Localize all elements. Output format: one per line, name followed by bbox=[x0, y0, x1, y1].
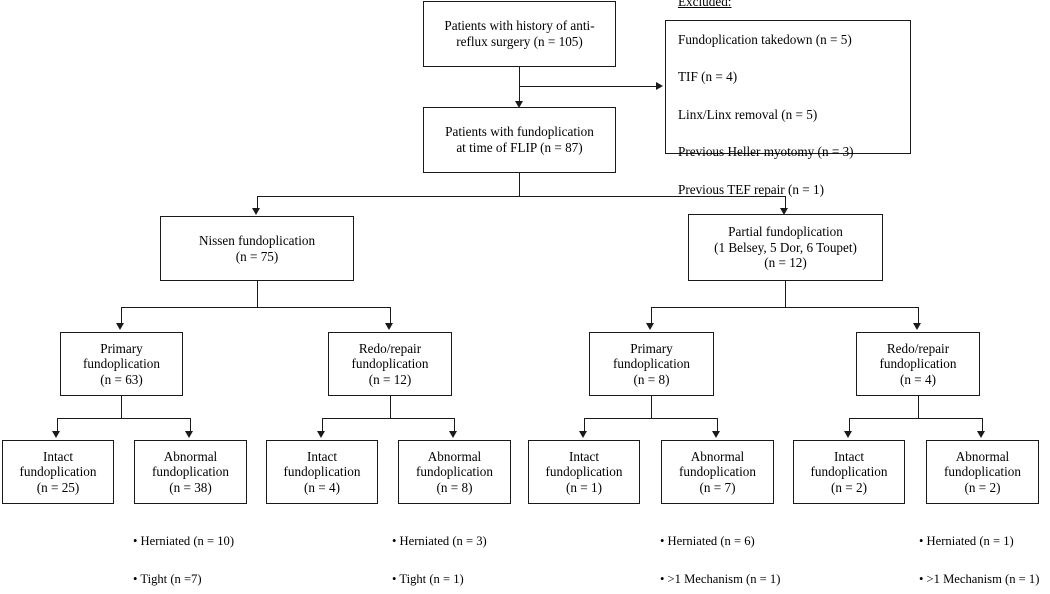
connector-np-down bbox=[121, 396, 122, 418]
arrowhead-partial bbox=[780, 208, 788, 215]
arrowhead-nissen-primary bbox=[116, 323, 124, 330]
mechanisms-partial-primary-abnormal: • Herniated (n = 6) • >1 Mechanism (n = … bbox=[660, 513, 870, 594]
node-included: Patients with fundoplication at time of … bbox=[423, 107, 616, 173]
excluded-item-2: Linx/Linx removal (n = 5) bbox=[678, 106, 818, 122]
connector-pp-down bbox=[651, 396, 652, 418]
arrowhead-nr-intact bbox=[317, 431, 325, 438]
arrowhead-pr-abnormal bbox=[977, 431, 985, 438]
excluded-content: Excluded: Fundoplication takedown (n = 5… bbox=[678, 0, 854, 199]
arrowhead-nissen-redo bbox=[385, 323, 393, 330]
connector-nissen-bar bbox=[121, 307, 390, 308]
node-partial-redo-abnormal: Abnormal fundoplication (n = 2) bbox=[926, 440, 1039, 504]
arrowhead-pp-abnormal bbox=[712, 431, 720, 438]
connector-pp-to-abnormal bbox=[717, 418, 718, 433]
connector-pr-to-abnormal bbox=[982, 418, 983, 433]
connector-to-nissen bbox=[257, 196, 258, 210]
arrowhead-excluded bbox=[656, 82, 663, 90]
connector-np-bar bbox=[57, 418, 190, 419]
excluded-item-1: TIF (n = 4) bbox=[678, 69, 738, 85]
excluded-item-0: Fundoplication takedown (n = 5) bbox=[678, 31, 852, 47]
node-nissen-primary: Primary fundoplication (n = 63) bbox=[60, 332, 183, 396]
mechanism-item: • Herniated (n = 10) bbox=[133, 534, 235, 549]
connector-nissen-to-primary bbox=[121, 307, 122, 325]
mechanism-item: • >1 Mechanism (n = 1) bbox=[660, 572, 781, 587]
connector-partial-to-primary bbox=[651, 307, 652, 325]
excluded-title: Excluded: bbox=[678, 0, 732, 10]
connector-partial-to-redo bbox=[918, 307, 919, 325]
node-partial-fundoplication: Partial fundoplication (1 Belsey, 5 Dor,… bbox=[688, 214, 883, 281]
arrowhead-np-intact bbox=[52, 431, 60, 438]
connector-nr-bar bbox=[322, 418, 454, 419]
connector-pp-to-intact bbox=[584, 418, 585, 433]
connector-partial-down bbox=[785, 281, 786, 307]
mechanism-item: • Herniated (n = 3) bbox=[392, 534, 487, 549]
arrowhead-pp-intact bbox=[579, 431, 587, 438]
node-nissen-fundoplication: Nissen fundoplication (n = 75) bbox=[160, 216, 354, 281]
node-nissen-primary-abnormal: Abnormal fundoplication (n = 38) bbox=[134, 440, 247, 504]
mechanism-item: • Tight (n =7) bbox=[133, 572, 202, 587]
connector-nr-to-abnormal bbox=[454, 418, 455, 433]
node-partial-primary-intact: Intact fundoplication (n = 1) bbox=[528, 440, 640, 504]
connector-root-to-excluded bbox=[519, 86, 656, 87]
connector-nr-to-intact bbox=[322, 418, 323, 433]
node-partial-redo-intact: Intact fundoplication (n = 2) bbox=[793, 440, 905, 504]
connector-level2-bar bbox=[257, 196, 785, 197]
arrowhead-partial-redo bbox=[913, 323, 921, 330]
arrowhead-pr-intact bbox=[844, 431, 852, 438]
node-root: Patients with history of anti- reflux su… bbox=[423, 1, 616, 67]
connector-pr-to-intact bbox=[849, 418, 850, 433]
connector-partial-bar bbox=[651, 307, 918, 308]
connector-np-to-abnormal bbox=[190, 418, 191, 433]
mechanism-item: • Herniated (n = 1) bbox=[919, 534, 1014, 549]
node-partial-redo: Redo/repair fundoplication (n = 4) bbox=[856, 332, 980, 396]
node-excluded: Excluded: Fundoplication takedown (n = 5… bbox=[665, 0, 911, 197]
connector-np-to-intact bbox=[57, 418, 58, 433]
connector-pr-down bbox=[918, 396, 919, 418]
mechanism-item: • Tight (n = 1) bbox=[392, 572, 464, 587]
connector-pp-bar bbox=[584, 418, 717, 419]
node-nissen-redo: Redo/repair fundoplication (n = 12) bbox=[328, 332, 452, 396]
mechanisms-partial-redo-abnormal: • Herniated (n = 1) • >1 Mechanism (n = … bbox=[919, 513, 1050, 594]
mechanism-item: • Herniated (n = 6) bbox=[660, 534, 755, 549]
arrowhead-nr-abnormal bbox=[449, 431, 457, 438]
arrowhead-nissen bbox=[252, 208, 260, 215]
node-nissen-redo-intact: Intact fundoplication (n = 4) bbox=[266, 440, 378, 504]
mechanism-item: • >1 Mechanism (n = 1) bbox=[919, 572, 1040, 587]
mechanisms-nissen-primary-abnormal: • Herniated (n = 10) • Tight (n =7) • Di… bbox=[133, 513, 343, 594]
node-nissen-primary-intact: Intact fundoplication (n = 25) bbox=[2, 440, 114, 504]
node-nissen-redo-abnormal: Abnormal fundoplication (n = 8) bbox=[398, 440, 511, 504]
node-partial-primary: Primary fundoplication (n = 8) bbox=[589, 332, 714, 396]
connector-nissen-to-redo bbox=[390, 307, 391, 325]
connector-nr-down bbox=[390, 396, 391, 418]
excluded-item-3: Previous Heller myotomy (n = 3) bbox=[678, 144, 854, 160]
arrowhead-np-abnormal bbox=[185, 431, 193, 438]
excluded-item-4: Previous TEF repair (n = 1) bbox=[678, 181, 825, 197]
connector-pr-bar bbox=[849, 418, 982, 419]
node-partial-primary-abnormal: Abnormal fundoplication (n = 7) bbox=[661, 440, 774, 504]
connector-included-down bbox=[519, 173, 520, 196]
connector-nissen-down bbox=[257, 281, 258, 307]
arrowhead-partial-primary bbox=[646, 323, 654, 330]
arrowhead-included bbox=[515, 101, 523, 108]
connector-to-partial bbox=[785, 196, 786, 210]
mechanisms-nissen-redo-abnormal: • Herniated (n = 3) • Tight (n = 1) • >1… bbox=[392, 513, 602, 594]
